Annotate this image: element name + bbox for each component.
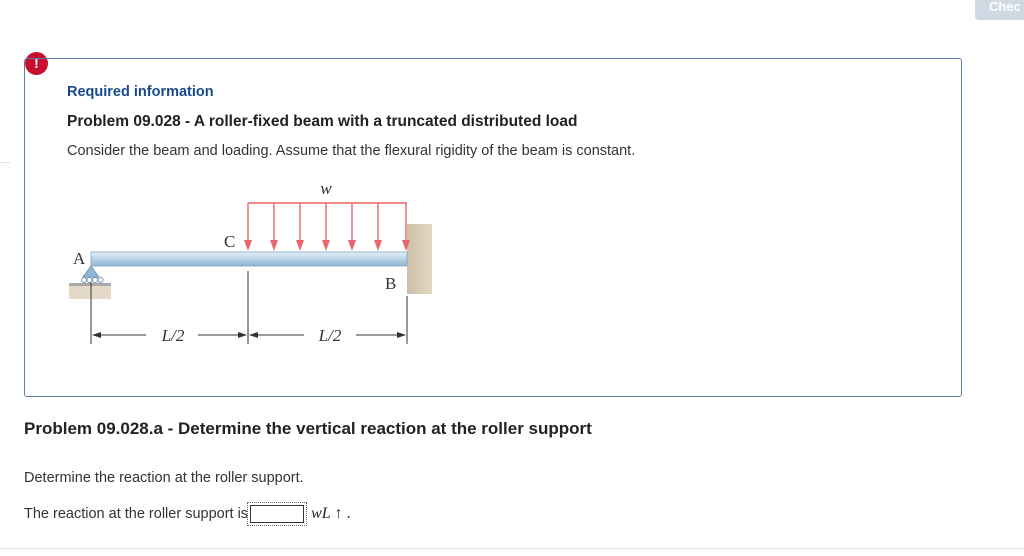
answer-unit: wL — [311, 505, 331, 522]
divider — [0, 548, 1024, 549]
beam-figure: w A C B L/2 L/2 — [69, 179, 432, 345]
alert-icon: ! — [25, 52, 48, 75]
part-title: Problem 09.028.a - Determine the vertica… — [24, 419, 592, 438]
answer-prefix: The reaction at the roller support is — [24, 506, 249, 522]
problem-title: Problem 09.028 - A roller-fixed beam wit… — [67, 113, 578, 130]
dimension-lines — [90, 271, 408, 344]
point-b-label: B — [385, 274, 396, 293]
required-info-heading: Required information — [67, 84, 214, 100]
answer-unit-suffix: ↑ . — [334, 505, 351, 522]
distributed-load — [244, 202, 410, 251]
check-button[interactable]: Chec — [975, 0, 1024, 20]
fixed-wall — [407, 224, 432, 294]
answer-row: The reaction at the roller support is wL… — [24, 502, 351, 526]
dimension-right-label: L/2 — [318, 326, 342, 345]
dimension-left-label: L/2 — [161, 326, 185, 345]
part-instruction: Determine the reaction at the roller sup… — [24, 470, 304, 486]
roller-support — [69, 265, 111, 299]
answer-input[interactable] — [247, 502, 308, 526]
point-c-label: C — [224, 232, 235, 251]
point-a-label: A — [73, 249, 86, 268]
required-info-panel — [24, 58, 962, 397]
divider — [0, 162, 10, 163]
beam — [90, 251, 408, 267]
load-label: w — [320, 179, 332, 198]
problem-description: Consider the beam and loading. Assume th… — [67, 143, 636, 159]
